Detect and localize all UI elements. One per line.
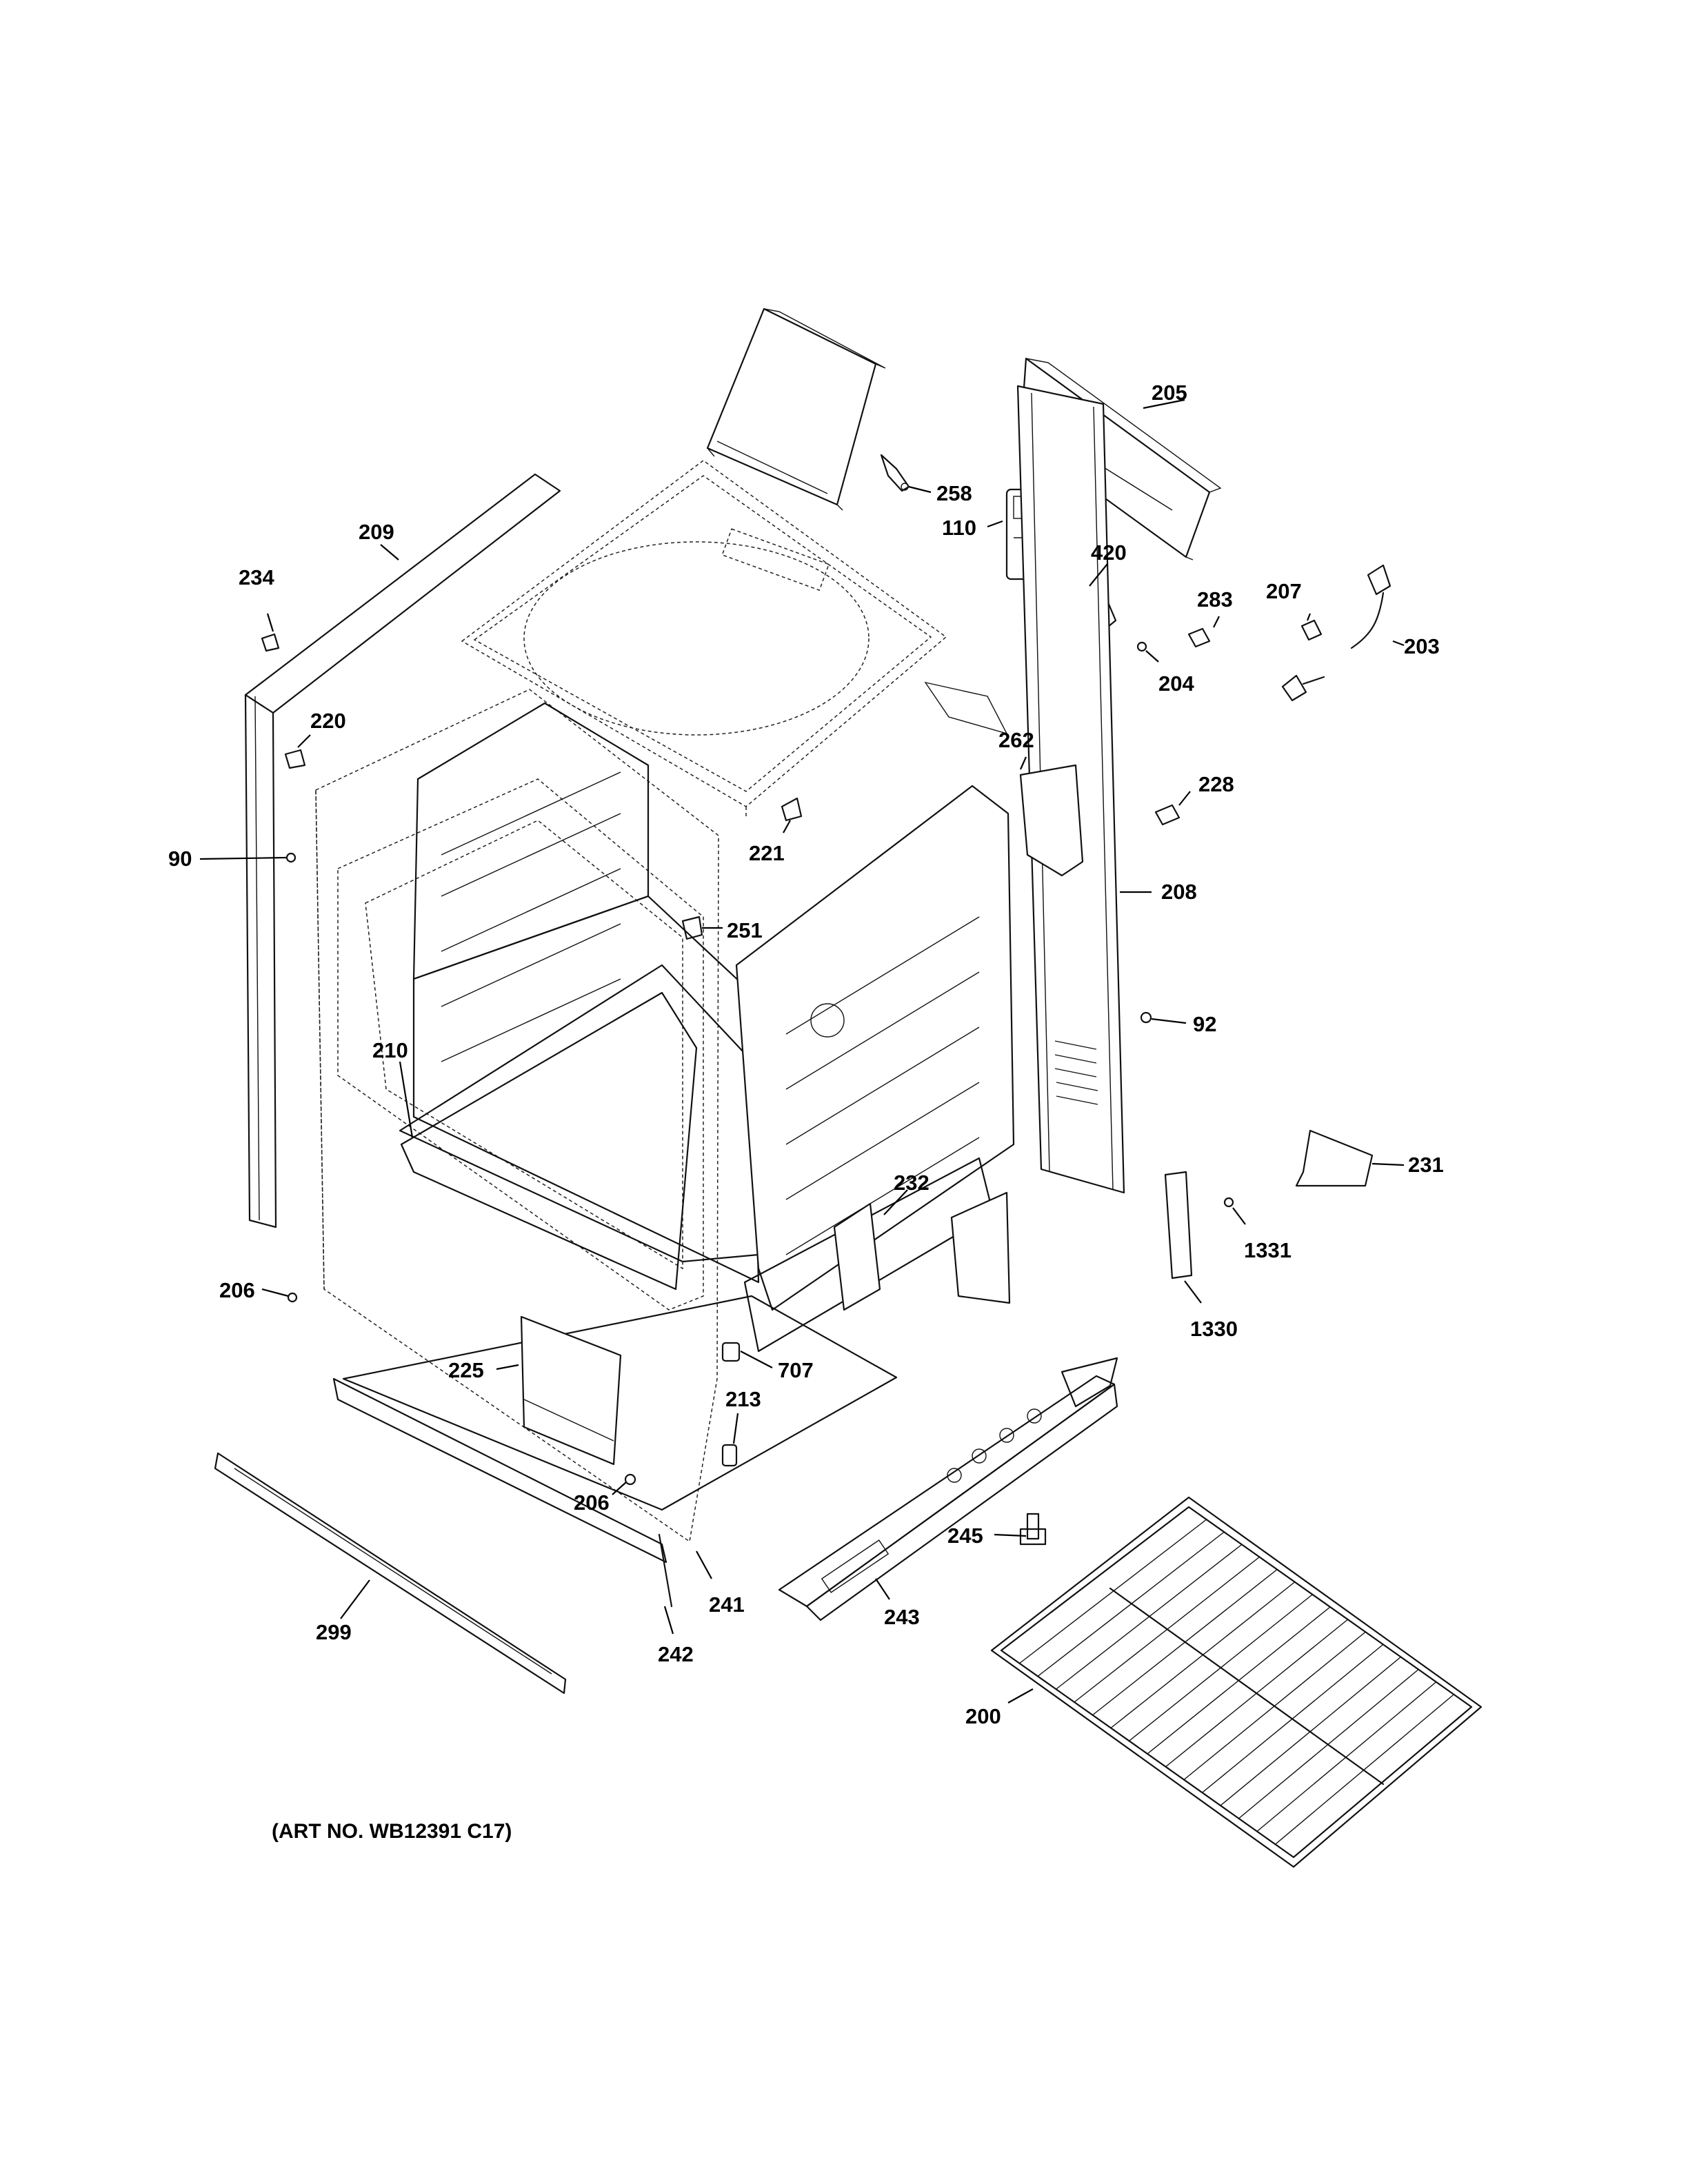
- callout-283: 283: [1197, 587, 1233, 611]
- part-210-frame: [400, 991, 698, 1291]
- part-90-screw: [285, 852, 297, 863]
- part-203-harness: [1281, 564, 1391, 702]
- callout-200: 200: [965, 1704, 1001, 1728]
- callout-242: 242: [658, 1642, 694, 1666]
- callout-262: 262: [998, 728, 1034, 752]
- callout-258: 258: [936, 481, 972, 505]
- part-243-burner: [778, 1357, 1118, 1621]
- callout-207: 207: [1266, 579, 1302, 603]
- part-228-clip: [1154, 804, 1180, 826]
- part-283-clip: [1187, 627, 1211, 648]
- part-200-oven-rack: [990, 1496, 1483, 1868]
- callout-241: 241: [709, 1593, 745, 1617]
- part-234-clip: [261, 633, 280, 652]
- oven-cavity: [399, 702, 767, 1284]
- callout-231: 231: [1408, 1153, 1444, 1177]
- callout-707: 707: [778, 1358, 814, 1382]
- callout-206-left: 206: [219, 1278, 255, 1302]
- part-92-screw: [1140, 1011, 1152, 1024]
- callout-220: 220: [310, 709, 346, 733]
- part-1330-bracket: [1164, 1171, 1193, 1280]
- callout-243: 243: [884, 1605, 920, 1629]
- part-707-clip: [721, 1342, 741, 1362]
- callout-110: 110: [942, 516, 976, 540]
- callout-90: 90: [168, 847, 192, 871]
- part-242-strip: [658, 1533, 673, 1608]
- part-245-orifice: [1019, 1513, 1047, 1546]
- part-213-clip: [721, 1444, 738, 1467]
- callout-232: 232: [894, 1171, 930, 1195]
- oven-body-frame: [315, 689, 719, 1543]
- top-vent-shield: [706, 307, 886, 511]
- part-258-bracket: [880, 454, 910, 492]
- rack-wire: [1019, 1519, 1207, 1664]
- callout-labels: 205 258 110 420 209 234 283 207 203 204 …: [168, 381, 1444, 1728]
- callout-251: 251: [727, 918, 763, 942]
- callout-203: 203: [1404, 634, 1440, 658]
- callout-299: 299: [316, 1620, 352, 1644]
- part-225-base: [342, 1295, 898, 1511]
- callout-420: 420: [1091, 540, 1127, 565]
- cooktop-panel: [461, 460, 947, 816]
- part-206-screw-left: [287, 1292, 298, 1303]
- callout-228: 228: [1198, 772, 1234, 796]
- callout-225: 225: [448, 1358, 484, 1382]
- part-251-clip: [681, 916, 703, 940]
- part-206-screw-lower: [624, 1473, 636, 1486]
- part-241-panel: [332, 1377, 667, 1564]
- callout-234: 234: [239, 565, 274, 589]
- rack-wire: [1275, 1694, 1454, 1845]
- part-231-bracket: [1295, 1129, 1374, 1187]
- part-204-screw: [1136, 641, 1147, 652]
- callout-209: 209: [359, 520, 394, 544]
- callout-1331: 1331: [1244, 1238, 1292, 1262]
- part-207-clip: [1300, 619, 1323, 641]
- callout-245: 245: [947, 1524, 983, 1548]
- callout-1330: 1330: [1190, 1317, 1238, 1341]
- callout-206-lower: 206: [574, 1490, 610, 1515]
- part-221-clip: [781, 797, 803, 822]
- oven-side-liner-racks: [735, 785, 1015, 1353]
- callout-213: 213: [725, 1387, 761, 1411]
- rack-wire: [1238, 1669, 1419, 1819]
- part-1331-screw: [1223, 1197, 1234, 1208]
- callout-205: 205: [1152, 381, 1187, 405]
- part-299-strip: [214, 1452, 567, 1695]
- callout-204: 204: [1158, 671, 1194, 696]
- leader-lines: [199, 398, 1405, 1703]
- callout-210: 210: [372, 1038, 408, 1062]
- part-262-bracket: [924, 681, 1084, 877]
- callout-221: 221: [749, 841, 785, 865]
- part-232-bracket: [833, 1191, 1011, 1311]
- rack-wire: [1256, 1681, 1437, 1832]
- callout-208: 208: [1161, 880, 1197, 904]
- callout-92: 92: [1193, 1012, 1216, 1036]
- art-number: (ART NO. WB12391 C17): [272, 1820, 512, 1843]
- part-209-side-trim: [244, 473, 561, 1228]
- part-220-clip: [284, 749, 306, 769]
